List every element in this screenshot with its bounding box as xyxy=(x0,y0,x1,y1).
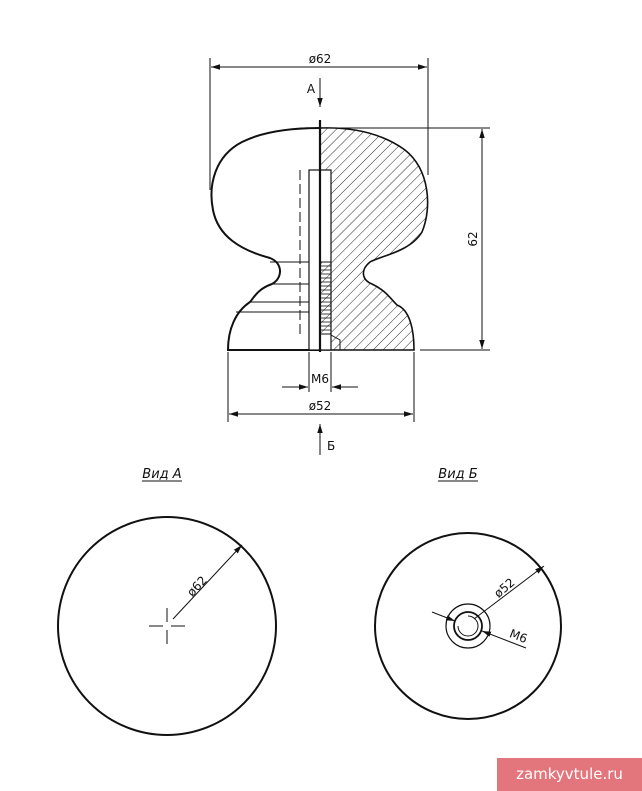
section-hatch xyxy=(319,127,429,351)
view-a-diameter-label: ø62 xyxy=(184,573,210,599)
dimension-height: 62 xyxy=(322,127,490,351)
view-b-circle xyxy=(374,532,562,720)
view-b-title: Вид Б xyxy=(438,467,477,482)
thread-leader-left xyxy=(431,611,456,622)
view-b-thread-label: M6 xyxy=(508,627,530,647)
thread-lines xyxy=(320,265,331,331)
knob-profile-left xyxy=(210,127,321,351)
view-a: Вид А ø62 xyxy=(57,467,277,736)
thread-arc xyxy=(457,615,479,637)
top-diameter-label: ø62 xyxy=(309,52,332,66)
knob-section-view xyxy=(210,120,429,352)
center-mark xyxy=(149,608,185,644)
view-arrow-a: А xyxy=(307,78,323,107)
height-label: 62 xyxy=(466,231,480,246)
view-arrow-b: Б xyxy=(317,424,335,455)
thread-outer-circle xyxy=(445,603,491,649)
view-b: Вид Б ø52 M6 xyxy=(374,467,562,720)
dimension-base-diameter: ø52 xyxy=(227,352,415,422)
view-a-title: Вид А xyxy=(142,467,181,482)
chamfer-line xyxy=(330,334,341,350)
thread-circle xyxy=(453,611,483,641)
dimension-top-diameter: ø62 xyxy=(209,52,429,190)
view-a-circle xyxy=(57,516,277,736)
view-a-radius-leader xyxy=(172,544,243,620)
view-b-diameter-label: ø52 xyxy=(491,575,517,600)
thread-label: M6 xyxy=(311,372,329,386)
arrow-b-label: Б xyxy=(327,439,335,453)
arrow-a-label: А xyxy=(307,82,316,96)
view-b-radius-leader xyxy=(473,565,545,620)
watermark-badge: zamkyvtule.ru xyxy=(497,758,642,791)
thread-leader-right xyxy=(481,630,527,649)
dimension-thread: M6 xyxy=(282,352,358,392)
base-diameter-label: ø52 xyxy=(309,399,332,413)
